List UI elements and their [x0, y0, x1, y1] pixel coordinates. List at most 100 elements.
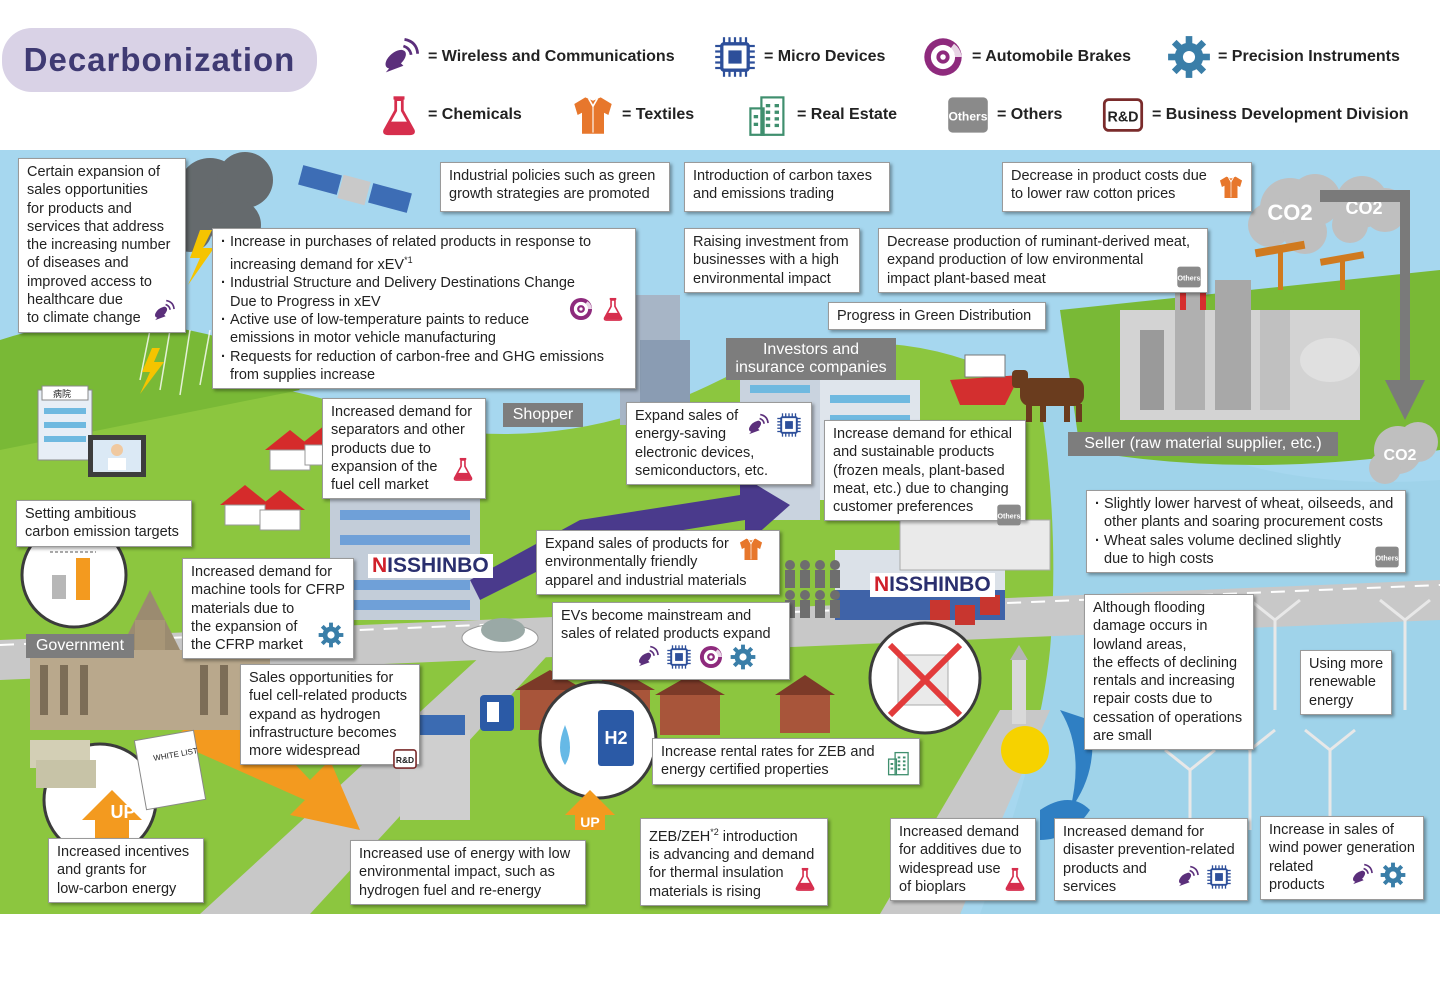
callout-line: from supplies increase — [230, 366, 376, 383]
callout-xev: Increase in purchases of related product… — [212, 228, 636, 390]
callout-line: Increased use of energy with low — [359, 846, 571, 862]
precision-gear-icon — [317, 621, 345, 649]
footnote-marker: *2 — [710, 827, 719, 837]
callout-line: growth strategies are promoted — [449, 186, 650, 203]
bullet-item: Requests for reduction of carbon-free an… — [221, 348, 627, 385]
callout-line: Increased demand for — [331, 404, 473, 420]
h2-badge: H2 — [604, 728, 627, 748]
callout-line: Increased demand for — [1063, 824, 1205, 840]
chemicals-flask-icon — [449, 455, 477, 483]
legend-item-micro-devices: = Micro Devices — [712, 34, 885, 80]
svg-text:Others: Others — [949, 110, 988, 124]
callout-line: apparel and industrial materials — [545, 572, 747, 589]
others-icon: Others — [945, 92, 991, 138]
callout-line: widespread use — [899, 860, 1001, 877]
callout-line: machine tools for CFRP — [191, 582, 345, 599]
callout-line: Decrease in product costs due — [1011, 168, 1207, 184]
callout-line: Expand sales of products for — [545, 536, 729, 552]
legend-item-textiles-shirt: = Textiles — [570, 92, 694, 138]
others-icon: Others — [1175, 263, 1203, 291]
callout-line: Increase in sales of — [1269, 822, 1394, 838]
callout-line: Slightly lower harvest of wheat, oilseed… — [1104, 496, 1394, 512]
callout-line: and grants for — [57, 862, 147, 879]
segment-icons: Others — [1175, 263, 1203, 291]
wireless-icon — [1173, 863, 1201, 891]
callout-line: Increase demand for ethical — [833, 426, 1012, 442]
co2-cloud-1: CO2 — [1267, 200, 1312, 225]
callout-line: Wheat sales volume declined slightly — [1104, 532, 1341, 549]
segment-icons: Others — [995, 501, 1023, 529]
callout-line: ZEB/ZEH*2 introduction — [649, 823, 819, 846]
svg-text:Others: Others — [998, 512, 1021, 520]
callout-line: more widespread — [249, 743, 361, 760]
government-label: Government — [26, 634, 134, 658]
callout-text: Progress in Green Distribution — [837, 308, 1032, 324]
callout-line: Due to Progress in xEV — [230, 293, 381, 310]
micro-devices-icon — [1205, 863, 1233, 891]
callout-separators: Increased demand for separators and other… — [322, 398, 486, 500]
nisshinbo-logo-right: NISSHINBO — [870, 573, 995, 597]
callout-line: other plants and soaring procurement cos… — [1104, 514, 1383, 531]
callout-line: rentals and increasing — [1093, 673, 1235, 690]
segment-icons — [449, 455, 477, 483]
callout-line: products due to — [331, 440, 431, 457]
chemicals-flask-icon — [599, 295, 627, 323]
callout-line: for additives due to — [899, 842, 1022, 859]
callout-line: fuel cell-related products — [249, 688, 407, 705]
rnd-icon: R&D — [1100, 92, 1146, 138]
callout-line: of bioplars — [899, 878, 966, 895]
svg-text:Others: Others — [1178, 274, 1201, 282]
callout-line: the effects of declining — [1093, 654, 1238, 671]
bullet-list: Slightly lower harvest of wheat, oilseed… — [1095, 495, 1397, 568]
legend-item-brakes: = Automobile Brakes — [920, 34, 1131, 80]
segment-icons — [1217, 173, 1245, 201]
callout-line: Decrease production of ruminant-derived … — [887, 234, 1191, 250]
up-badge-hydrogen: UP — [580, 814, 599, 830]
legend-label: = Micro Devices — [764, 48, 886, 65]
legend-item-real-estate-building: = Real Estate — [745, 92, 897, 138]
page-title: Decarbonization — [2, 28, 317, 92]
legend-label: = Business Development Division — [1152, 106, 1409, 123]
callout-line: expand production of low environmental — [887, 252, 1144, 269]
callout-line: Increased demand for — [191, 564, 333, 580]
callout-line: to climate change — [27, 310, 141, 327]
callout-ruminant: Decrease production of ruminant-derived … — [878, 228, 1208, 293]
callout-line: for thermal insulation — [649, 865, 784, 882]
co2-cloud-3: CO2 — [1384, 447, 1417, 464]
callout-line: Certain expansion of — [27, 164, 160, 180]
callout-line: low-carbon energy — [57, 880, 177, 897]
callout-line: environmental impact — [693, 270, 831, 287]
callout-line: Increased incentives — [57, 844, 190, 860]
legend-label: = Precision Instruments — [1218, 48, 1400, 65]
nisshinbo-logo-left: NISSHINBO — [368, 554, 493, 578]
svg-text:Others: Others — [1376, 554, 1399, 562]
real-estate-building-icon — [745, 92, 791, 138]
callout-line: businesses with a high — [693, 252, 839, 269]
callout-line: services that address — [27, 218, 165, 235]
callout-line: Introduction of carbon taxes — [693, 168, 872, 184]
callout-line: lowland areas, — [1093, 636, 1187, 653]
callout-line: expansion of the — [331, 458, 438, 475]
callout-line: renewable — [1309, 674, 1376, 691]
brakes-icon — [697, 643, 725, 671]
callout-line: improved access to — [27, 273, 152, 290]
segment-icons — [743, 411, 803, 439]
callout-line: and sustainable products — [833, 444, 995, 461]
others-icon: Others — [995, 501, 1023, 529]
footnote-marker: *1 — [404, 255, 413, 266]
callout-line: Setting ambitious — [25, 506, 137, 522]
callout-line: separators and other — [331, 422, 465, 439]
callout-line: and emissions trading — [693, 186, 835, 203]
callout-line: products — [1269, 876, 1325, 893]
